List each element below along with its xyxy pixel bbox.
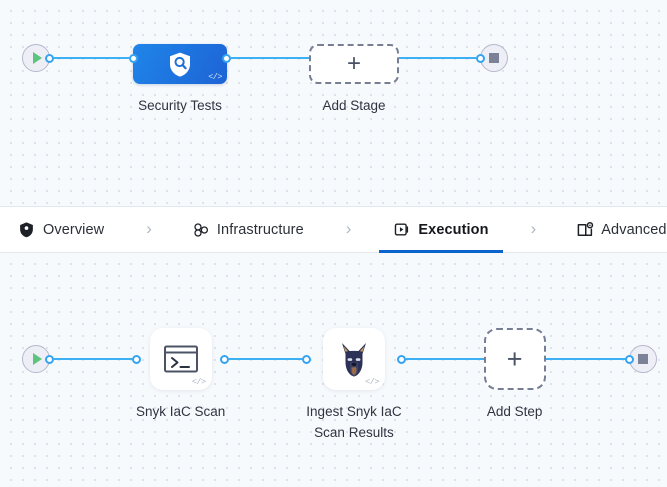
cluster-icon: [192, 221, 209, 238]
tab-advanced[interactable]: Advanced: [574, 207, 667, 253]
step-node-label: Ingest Snyk IaC Scan Results: [306, 404, 402, 440]
execution-play-icon: [393, 221, 410, 238]
stage-start-connector-dot[interactable]: [45, 53, 54, 63]
pipeline-stages-canvas[interactable]: </> Security Tests + Add Stage: [0, 0, 667, 206]
add-step-label: Add Step: [486, 404, 543, 419]
terminal-icon: [163, 344, 199, 374]
step-link-3: [405, 358, 484, 360]
add-step-node[interactable]: + Add Step: [483, 328, 546, 423]
advanced-gear-icon: [576, 221, 594, 238]
stage-node-1-out-dot[interactable]: [222, 53, 231, 63]
tab-overview-label: Overview: [43, 221, 105, 238]
stage-link-1: [54, 57, 129, 59]
shield-icon: [18, 221, 35, 238]
stage-node-box[interactable]: </>: [133, 44, 227, 84]
add-stage-button[interactable]: +: [309, 44, 399, 84]
code-badge: </>: [191, 377, 206, 387]
step-start-connector-dot[interactable]: [45, 354, 54, 364]
code-badge: </>: [208, 72, 222, 82]
stage-link-3: [399, 57, 476, 59]
shield-search-icon: [167, 51, 193, 78]
plus-icon: +: [506, 343, 523, 374]
step-node-snyk-iac-scan[interactable]: </> Snyk IaC Scan: [136, 328, 225, 423]
step-node-box[interactable]: </>: [149, 328, 212, 390]
tab-execution[interactable]: Execution: [379, 207, 503, 253]
step-node-1-out-dot[interactable]: [220, 354, 230, 364]
add-step-button[interactable]: +: [483, 328, 546, 390]
stage-node-security-tests[interactable]: </> Security Tests: [133, 44, 227, 117]
tab-separator-3: ›: [530, 219, 537, 238]
step-node-1-in-dot[interactable]: [132, 354, 141, 364]
step-end-connector-dot[interactable]: [624, 354, 634, 364]
tab-execution-label: Execution: [418, 221, 489, 238]
step-link-4: [545, 358, 625, 360]
add-stage-label: Add Stage: [322, 98, 386, 113]
tab-overview[interactable]: Overview: [16, 207, 106, 253]
step-link-2: [229, 358, 303, 360]
play-icon: [33, 353, 42, 365]
stage-end-connector-dot[interactable]: [476, 53, 485, 63]
tab-separator-2: ›: [345, 219, 352, 238]
tab-infrastructure-label: Infrastructure: [216, 221, 304, 238]
stage-link-2: [231, 57, 309, 59]
stop-icon: [637, 354, 648, 364]
step-node-box[interactable]: </>: [322, 328, 385, 390]
step-node-2-out-dot[interactable]: [396, 354, 406, 364]
play-icon: [33, 52, 42, 64]
plus-icon: +: [346, 50, 361, 77]
tab-infrastructure[interactable]: Infrastructure: [190, 207, 306, 253]
step-link-1: [54, 358, 132, 360]
stage-node-label: Security Tests: [138, 98, 222, 113]
step-node-ingest-snyk-results[interactable]: </> Ingest Snyk IaC Scan Results: [306, 328, 402, 444]
stop-icon: [489, 53, 499, 63]
pipeline-steps-canvas[interactable]: </> Snyk IaC Scan: [0, 253, 667, 487]
add-stage-node[interactable]: + Add Stage: [309, 44, 399, 117]
stage-node-1-in-dot[interactable]: [129, 53, 138, 63]
step-node-label: Snyk IaC Scan: [136, 404, 226, 419]
step-node-2-in-dot[interactable]: [302, 354, 312, 364]
snyk-doberman-icon: [337, 340, 371, 378]
tab-advanced-label: Advanced: [601, 221, 667, 238]
code-badge: </>: [365, 377, 379, 387]
pipeline-section-tabs[interactable]: Overview › Infrastructure ›: [0, 206, 667, 253]
tab-separator-1: ›: [146, 219, 152, 238]
